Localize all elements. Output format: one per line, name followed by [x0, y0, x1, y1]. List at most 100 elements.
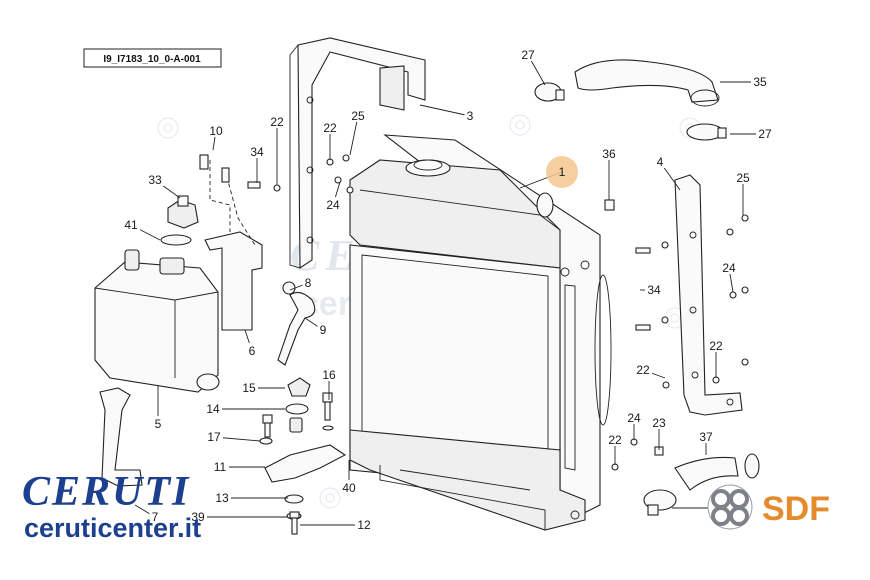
- part-cap-and-gasket: [160, 195, 199, 246]
- callout-label-bg: [146, 172, 164, 186]
- callout-label: 25: [351, 109, 365, 123]
- callout-label-bg: [720, 260, 738, 274]
- part-upper-hose: [574, 59, 720, 107]
- callout-label-bg: [340, 480, 358, 494]
- callout-label-bg: [734, 170, 752, 184]
- callout-label-bg: [207, 123, 225, 137]
- callout-label: 3: [467, 109, 474, 123]
- callout-label: 7: [152, 510, 159, 524]
- callout-label: 39: [191, 510, 205, 524]
- sdf-logo: SDF: [707, 484, 830, 530]
- ceruti-logo: CERUTI ceruticenter.it: [22, 469, 201, 543]
- callout-label: 22: [323, 121, 337, 135]
- part-shroud-top-bracket: [289, 37, 426, 270]
- callout-label-bg: [248, 144, 266, 158]
- callout-label: 40: [342, 481, 356, 495]
- callout-label-bg: [355, 517, 373, 531]
- diagram-code-box: I9_I7183_10_0-A-001: [83, 48, 222, 68]
- callout-label: 22: [608, 433, 622, 447]
- callout-label: 8: [305, 276, 312, 290]
- callout-label: 22: [270, 115, 284, 129]
- callout-label: 24: [326, 198, 340, 212]
- ceruti-brand-url: ceruticenter.it: [24, 513, 201, 543]
- callout-label: 35: [753, 75, 767, 89]
- callout-label: 23: [652, 416, 666, 430]
- callout-label: 27: [521, 48, 535, 62]
- leader-line: [419, 104, 471, 117]
- callout-label-bg: [240, 380, 258, 394]
- sdf-emblem-icon: [707, 484, 753, 530]
- callout-label-bg: [650, 415, 668, 429]
- callout-label: 9: [320, 323, 327, 337]
- part-lower-hose: [643, 453, 760, 516]
- highlight-circle: [546, 156, 578, 188]
- callout-label-bg: [349, 108, 367, 122]
- callout-label-bg: [246, 343, 258, 357]
- callout-label-bg: [464, 108, 476, 122]
- callout-label: 25: [736, 171, 750, 185]
- callout-label: 24: [722, 261, 736, 275]
- callout-label-bg: [654, 154, 666, 168]
- callout-label: 34: [250, 145, 264, 159]
- callout-label-bg: [317, 322, 329, 336]
- callout-label-bg: [707, 338, 725, 352]
- callout-label-bg: [152, 416, 164, 430]
- callout-label: 22: [636, 363, 650, 377]
- callout-label: 34: [647, 283, 661, 297]
- diagram-code: I9_I7183_10_0-A-001: [103, 54, 201, 65]
- callout-label-bg: [751, 74, 769, 88]
- callout-label: 6: [249, 344, 256, 358]
- callout-label-bg: [211, 459, 229, 473]
- callout-label-bg: [645, 282, 663, 296]
- part-hose-clamps: [534, 82, 727, 141]
- callout-label-bg: [625, 410, 643, 424]
- ceruti-brand-name: CERUTI: [22, 469, 190, 515]
- callout-label: 12: [357, 518, 371, 532]
- callout-label: 10: [209, 124, 223, 138]
- callout-label-bg: [324, 197, 342, 211]
- callout-label: 14: [206, 402, 220, 416]
- callout-label-bg: [189, 509, 207, 523]
- callout-label-bg: [205, 429, 223, 443]
- callout-label: 13: [215, 491, 229, 505]
- part-mounting-hardware: [259, 377, 347, 535]
- sdf-text: SDF: [762, 490, 830, 528]
- callout-label-bg: [204, 401, 222, 415]
- callout-label: 5: [155, 417, 162, 431]
- part-right-side-bracket: [674, 174, 743, 416]
- callout-label-bg: [756, 126, 774, 140]
- callout-label: 11: [214, 460, 227, 474]
- part-tank-bracket: [199, 154, 263, 331]
- callout-label-bg: [606, 432, 624, 446]
- callout-label: 4: [657, 155, 664, 169]
- callout-label: 17: [207, 430, 221, 444]
- part-small-hose: [277, 281, 316, 366]
- callout-label-bg: [302, 275, 314, 289]
- callout-label-bg: [268, 114, 286, 128]
- callout-label-bg: [600, 146, 618, 160]
- callout-label: 1: [559, 165, 566, 179]
- callout-label: 16: [322, 368, 336, 382]
- callout-label: 36: [602, 147, 616, 161]
- callout-label-bg: [213, 490, 231, 504]
- callout-label-bg: [519, 47, 537, 61]
- leader-line: [349, 115, 359, 156]
- part-expansion-tank: [94, 249, 220, 393]
- callout-label: 22: [709, 339, 723, 353]
- callout-label: 37: [699, 430, 713, 444]
- callout-label-bg: [697, 429, 715, 443]
- callout-label: 24: [627, 411, 641, 425]
- callout-label: 15: [242, 381, 256, 395]
- part-lower-bracket: [99, 387, 143, 487]
- part-radiator: [349, 134, 612, 531]
- callout-label: 41: [124, 218, 138, 232]
- callout-label-bg: [321, 120, 339, 134]
- callout-label-bg: [320, 367, 338, 381]
- callout-label-bg: [122, 217, 140, 231]
- callout-label: 27: [758, 127, 772, 141]
- callout-label-bg: [634, 362, 652, 376]
- callout-label: 33: [148, 173, 162, 187]
- callout-label-bg: [149, 509, 161, 523]
